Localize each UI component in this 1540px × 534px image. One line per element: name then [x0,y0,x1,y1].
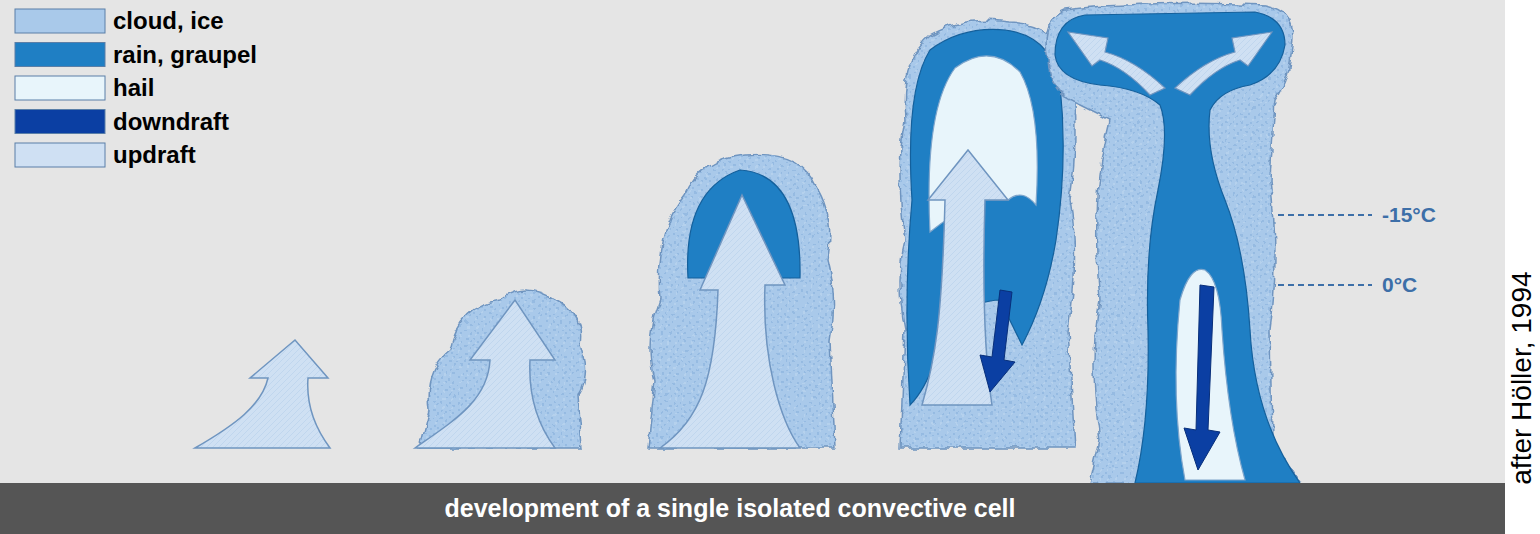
isotherm-label: -15°C [1382,203,1436,227]
legend-label: updraft [113,141,196,169]
isotherm-label: 0°C [1382,273,1417,297]
legend-label: downdraft [113,108,229,136]
background [0,0,1505,534]
legend-swatch [15,110,105,134]
cloud-shape [900,20,1075,448]
caption-bar [0,483,1505,534]
legend-swatches [15,9,105,167]
rain-region [907,29,1063,405]
rain-region [1055,12,1300,483]
outflow-arrow [1175,32,1272,95]
downdraft-arrow [1184,285,1220,470]
legend-swatch [15,43,105,67]
outflow-arrow [1068,32,1165,95]
updraft-arrow [195,340,330,448]
isotherm-line [1278,284,1372,286]
updraft-arrow [660,195,800,448]
legend-label: hail [113,74,154,102]
cloud-shape [648,154,835,448]
source-credit: after Höller, 1994 [1506,271,1538,484]
isotherm-line [1278,214,1372,216]
hail-region [1176,269,1245,480]
cloud-shape [1046,3,1300,483]
downdraft-arrow [980,290,1015,392]
caption: development of a single isolated convect… [0,494,1460,523]
legend-swatch [15,143,105,167]
legend-label: cloud, ice [113,7,224,35]
updraft-arrow [415,300,555,448]
legend-swatch [15,76,105,100]
legend-swatch [15,9,105,33]
legend-label: rain, graupel [113,41,257,69]
side-strip [1505,0,1540,534]
